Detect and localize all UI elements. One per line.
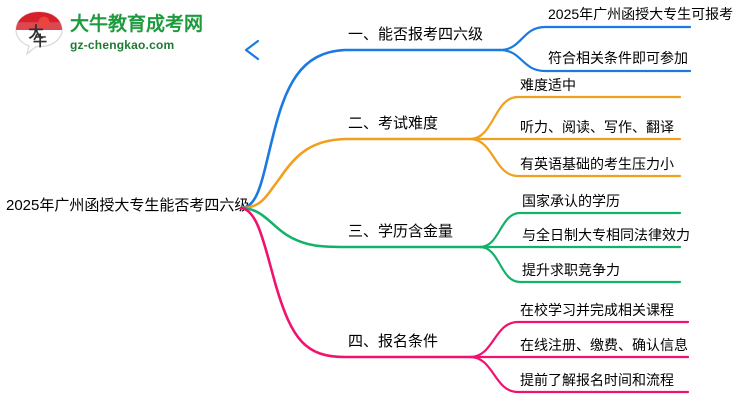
leaf-4-2b[interactable]: 在线注册、缴费、确认信息 (520, 337, 688, 353)
branch-title-3[interactable]: 三、学历含金量 (348, 223, 454, 240)
leaf-3-3[interactable]: 提升求职竞争力 (522, 262, 620, 278)
leaf-3-1[interactable]: 国家承认的学历 (522, 193, 620, 209)
leaf-1-2[interactable]: 符合相关条件即可参加 (548, 50, 688, 66)
branch-title-1[interactable]: 一、能否报考四六级 (348, 26, 484, 43)
branch-title-2[interactable]: 二、考试难度 (348, 115, 439, 132)
root-arrowheads (244, 39, 260, 61)
root-node-label: 2025年广州函授大专生能否考四六级 (6, 197, 250, 214)
logo-mark-text: 大 (28, 23, 43, 41)
leaf-2-1[interactable]: 难度适中 (520, 77, 576, 93)
logo-site-url: gz-chengkao.com (70, 38, 175, 52)
leaf-1-1[interactable]: 2025年广州函授大专生可报考 (548, 6, 734, 22)
svg-text:牛: 牛 (33, 33, 47, 50)
leaf-2-2[interactable]: 听力、阅读、写作、翻译 (520, 119, 674, 135)
leaf-3-2[interactable]: 与全日制大专相同法律效力 (522, 227, 690, 243)
leaf-4-1[interactable]: 在校学习并完成相关课程 (520, 302, 674, 318)
logo-mark-icon: 大 牛 (15, 11, 63, 56)
site-logo: 大 牛 大牛教育成考网 gz-chengkao.com (14, 8, 203, 60)
leaf-2-3[interactable]: 有英语基础的考生压力小 (520, 156, 674, 172)
branch-title-4[interactable]: 四、报名条件 (348, 333, 439, 350)
leaf-4-3[interactable]: 提前了解报名时间和流程 (520, 372, 674, 388)
logo-site-name: 大牛教育成考网 (70, 14, 204, 35)
